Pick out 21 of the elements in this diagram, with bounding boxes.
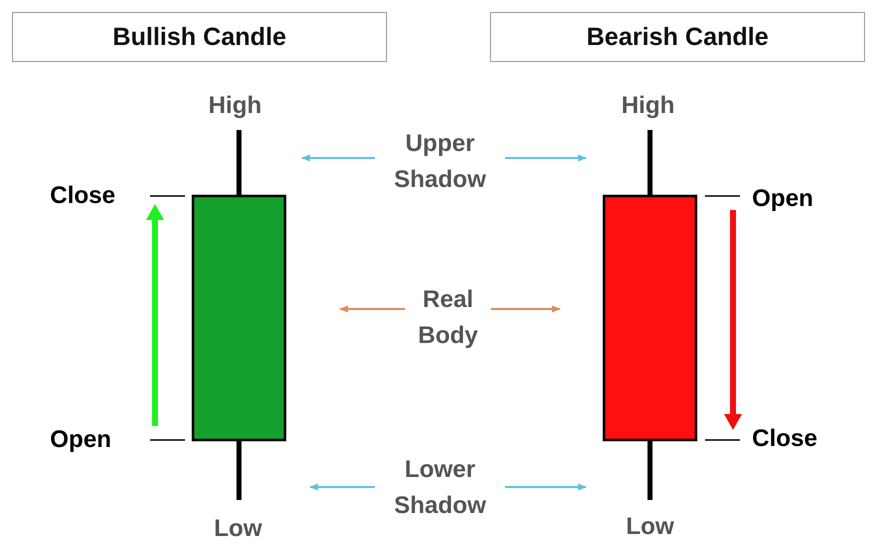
callout-text: Lower Shadow — [375, 452, 505, 524]
callout-text: Real Body — [405, 282, 491, 354]
callout-text: Upper Shadow — [375, 126, 505, 198]
price-label: Close — [50, 182, 116, 210]
arrow — [301, 154, 375, 162]
arrow — [505, 154, 587, 162]
arrow — [339, 305, 405, 313]
price-label: Low — [626, 513, 674, 541]
candle-body — [602, 194, 698, 442]
candle-body — [192, 194, 286, 442]
price-label: High — [208, 92, 262, 120]
price-label: Open — [752, 185, 814, 213]
price-label: Close — [752, 425, 818, 453]
title-box: Bearish Candle — [490, 12, 865, 62]
arrow — [505, 483, 587, 491]
arrow — [309, 483, 375, 491]
price-label: Low — [214, 515, 262, 543]
price-label: High — [621, 92, 675, 120]
title-box: Bullish Candle — [12, 12, 387, 62]
price-label: Open — [50, 426, 112, 454]
arrow — [491, 305, 561, 313]
